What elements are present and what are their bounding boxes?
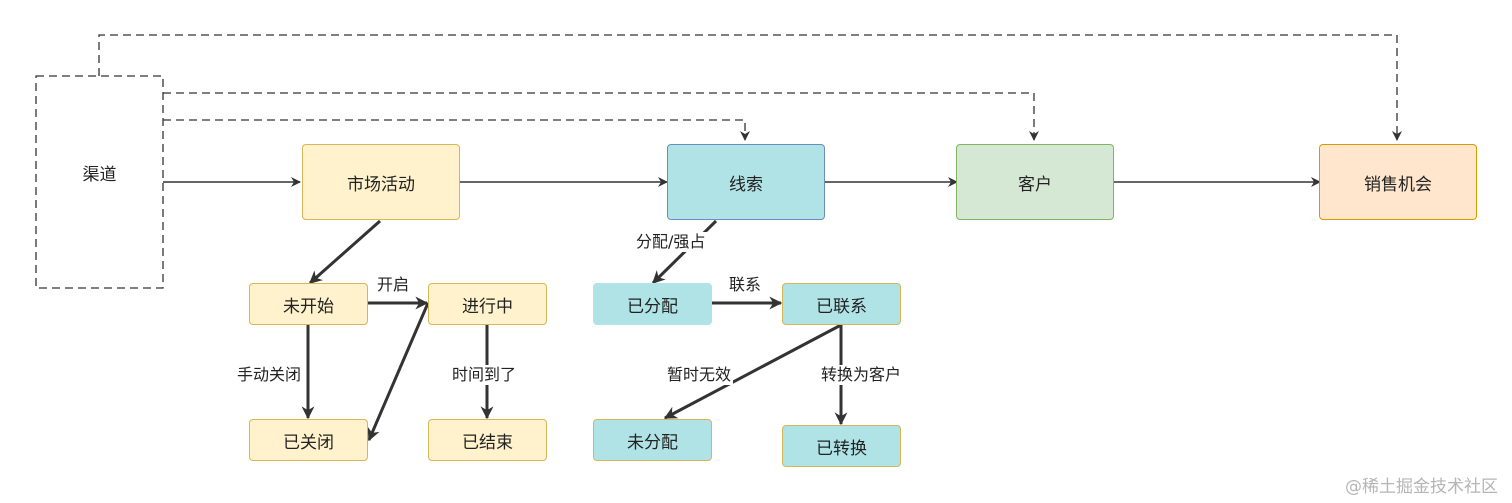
label-manual-close: 手动关闭 [235,365,304,385]
node-not-started[interactable]: 未开始 [249,283,368,325]
edge-marketing-notstarted [309,219,381,285]
channel-box [35,75,164,289]
node-unassigned[interactable]: 未分配 [593,419,712,461]
edge-channel-opportunity [98,34,1402,141]
node-assigned[interactable]: 已分配 [593,283,712,325]
node-closed[interactable]: 已关闭 [249,419,368,461]
edge-inprogress-closed [367,302,430,442]
node-channel[interactable]: 渠道 [82,164,117,185]
node-converted[interactable]: 已转换 [782,425,901,467]
label-time-up: 时间到了 [450,365,519,385]
node-contacted[interactable]: 已联系 [782,283,901,325]
edge-channel-customer [163,92,1039,141]
node-sales-opportunity[interactable]: 销售机会 [1319,144,1477,220]
label-open: 开启 [375,275,412,295]
edge-contacted-unassigned [663,323,842,420]
node-lead[interactable]: 线索 [667,144,825,220]
edge-lead-assigned [651,219,718,285]
node-customer[interactable]: 客户 [956,144,1114,220]
node-ended[interactable]: 已结束 [428,419,547,461]
label-convert-customer: 转换为客户 [819,365,904,385]
label-assign-grab: 分配/强占 [634,232,708,252]
watermark: @稀土掘金技术社区 [1345,477,1498,497]
label-temp-invalid: 暂时无效 [665,365,734,385]
edge-channel-lead [163,119,750,141]
node-marketing-activity[interactable]: 市场活动 [302,144,460,220]
node-in-progress[interactable]: 进行中 [428,283,547,325]
label-contact: 联系 [727,275,764,295]
